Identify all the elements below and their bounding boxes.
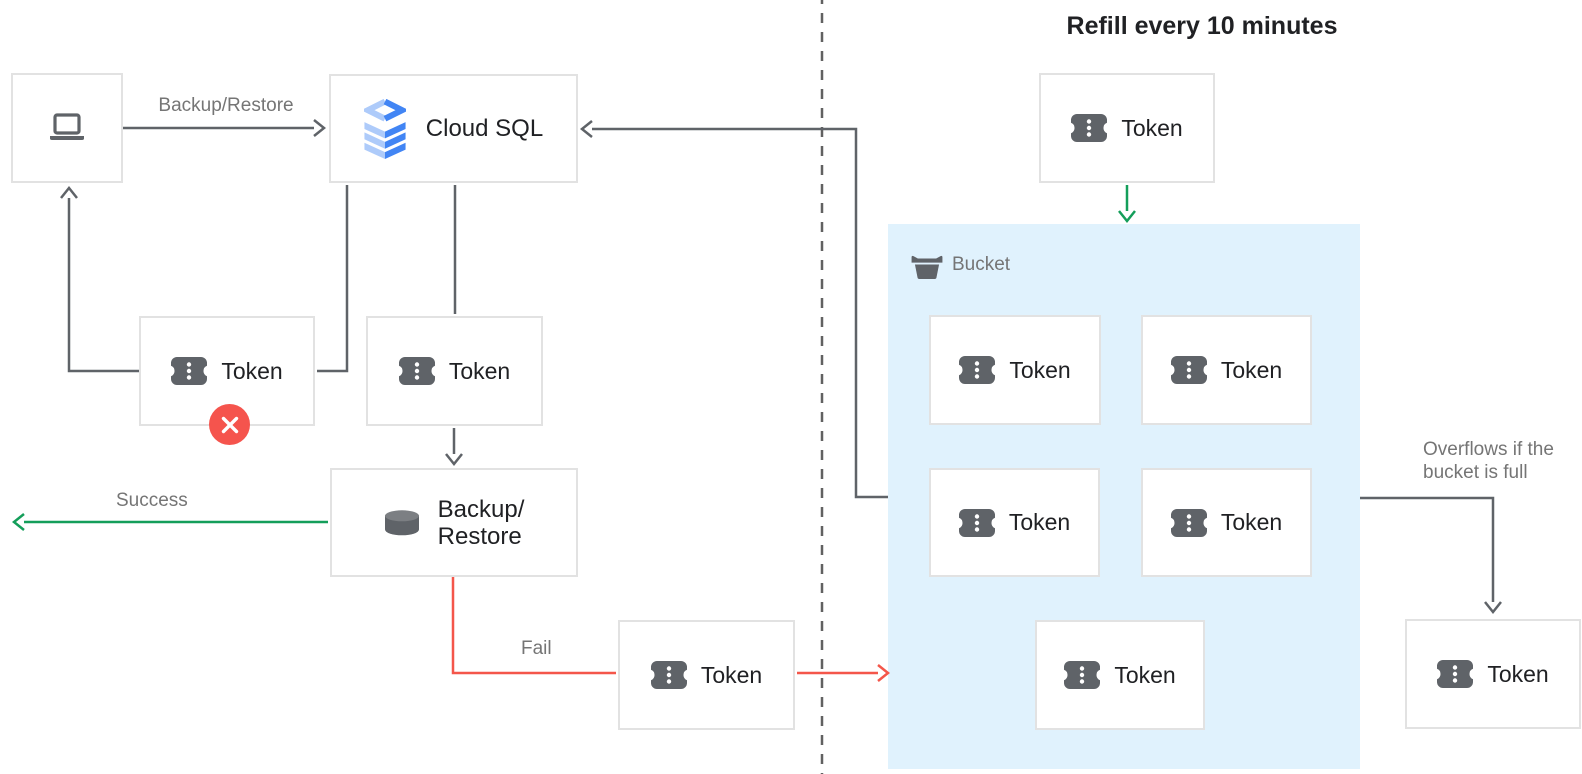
token-node-in-bucket: Token <box>929 468 1100 577</box>
token-node-consumed: Token <box>139 316 315 445</box>
token-label: Token <box>1220 356 1283 383</box>
cloud-sql-label: Cloud SQL <box>425 114 544 142</box>
error-x-icon <box>209 404 250 445</box>
token-label: Token <box>1487 660 1549 687</box>
arrowhead-left-icon <box>579 120 593 138</box>
arrowhead-left-icon <box>11 513 25 531</box>
overflow-label-line2: bucket is full <box>1423 462 1528 483</box>
token-ticket-icon <box>1071 114 1107 142</box>
arrowhead-right-icon <box>313 119 327 137</box>
edge-label-success: Success <box>116 490 188 511</box>
backup-restore-node: Backup/ Restore <box>330 468 578 577</box>
cloud-sql-layers-icon <box>364 99 406 159</box>
token-ticket-icon <box>1064 661 1100 689</box>
token-label: Token <box>1114 661 1176 688</box>
arrowhead-right-icon <box>877 664 891 682</box>
edge-label-overflow: Overflows if the bucket is full <box>1423 438 1554 484</box>
edge-label-fail: Fail <box>521 638 552 659</box>
edge-bucket-to-cloudsql <box>592 127 888 499</box>
token-ticket-icon <box>1171 509 1207 537</box>
token-label: Token <box>1220 509 1283 535</box>
token-ticket-icon <box>1171 356 1207 384</box>
backup-restore-label: Backup/ Restore <box>438 496 525 550</box>
token-label: Token <box>700 661 763 688</box>
token-node-queued: Token <box>366 316 543 426</box>
backup-restore-line1: Backup/ <box>437 495 525 523</box>
token-node-in-bucket: Token <box>1141 468 1312 577</box>
arrowhead-up-icon <box>60 185 78 199</box>
token-node-refill: Token <box>1039 73 1215 183</box>
edge-overflow <box>1360 496 1495 602</box>
edge-token-to-laptop <box>67 198 139 373</box>
laptop-icon <box>47 113 87 143</box>
token-label: Token <box>1009 356 1071 383</box>
token-label: Token <box>448 357 511 384</box>
token-node-fail-return: Token <box>618 620 795 730</box>
arrowhead-down-icon <box>445 453 463 467</box>
edge-cloudsql-to-failed-token <box>317 185 349 373</box>
token-node-in-bucket: Token <box>1141 315 1312 425</box>
token-ticket-icon <box>959 509 995 537</box>
bucket-label: Bucket <box>952 254 1011 275</box>
client-laptop-node <box>11 73 123 183</box>
token-ticket-icon <box>959 356 995 384</box>
token-ticket-icon <box>399 357 435 385</box>
cloud-sql-node: Cloud SQL <box>329 74 578 183</box>
token-node-in-bucket: Token <box>929 315 1101 425</box>
database-cylinder-icon <box>384 510 420 536</box>
diagram-title: Refill every 10 minutes <box>1066 12 1338 40</box>
token-label: Token <box>221 357 283 384</box>
token-node-in-bucket: Token <box>1035 620 1205 730</box>
backup-restore-line2: Restore <box>437 522 522 550</box>
edge-label-backup-restore: Backup/Restore <box>158 95 294 116</box>
overflow-label-line1: Overflows if the <box>1423 439 1554 460</box>
token-ticket-icon <box>1437 660 1473 688</box>
arrowhead-down-icon <box>1118 210 1136 224</box>
token-ticket-icon <box>171 357 207 385</box>
arrowhead-down-icon <box>1484 601 1502 615</box>
token-label: Token <box>1121 114 1183 141</box>
bucket-icon <box>910 252 944 279</box>
token-ticket-icon <box>651 661 687 689</box>
token-label: Token <box>1008 509 1071 535</box>
token-node-overflow: Token <box>1405 619 1581 729</box>
